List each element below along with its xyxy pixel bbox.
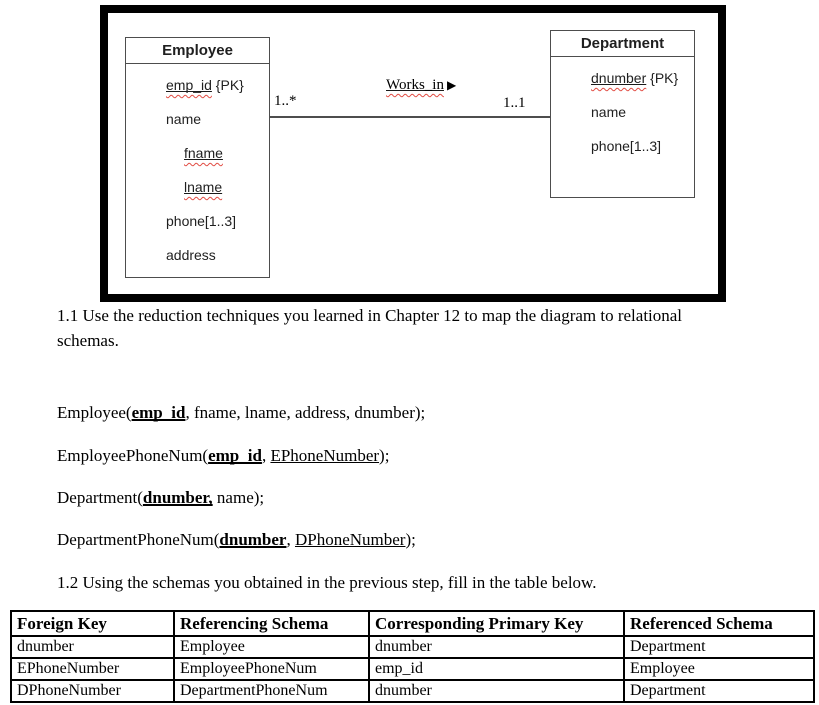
primary-key-dnumber: dnumber [219,530,287,549]
cell-corresponding-primary-key: dnumber [368,679,625,703]
attribute-emp-id: emp_id {PK} [166,77,244,93]
primary-key-dnumber: dnumber, [142,488,213,507]
attribute-phone: phone[1..3] [166,213,237,229]
header-referencing-schema: Referencing Schema [173,610,370,637]
entity-employee-attributes: emp_id {PK} name fname lname phone[1..3]… [126,64,269,272]
cell-referencing-schema: Employee [173,635,370,659]
attribute-fname: fname [184,145,223,161]
entity-department-attributes: dnumber {PK} name phone[1..3] [551,57,694,163]
question-1-1-line-1: 1.1 Use the reduction techniques you lea… [57,306,683,325]
key-ephonenumber: EPhoneNumber [270,446,380,465]
cardinality-employee: 1..* [274,93,297,109]
header-corresponding-primary-key: Corresponding Primary Key [368,610,625,637]
schema-employee: Employee(emp_id, fname, lname, address, … [57,403,426,422]
header-referenced-schema: Referenced Schema [623,610,815,637]
attribute-dept-name: name [591,104,627,120]
cell-corresponding-primary-key: emp_id [368,657,625,681]
attribute-name: name [166,111,202,127]
foreign-key-table: Foreign Key Referencing Schema Correspon… [10,610,815,703]
entity-employee-title: Employee [126,38,269,64]
attribute-address: address [166,247,216,263]
table-header-row: Foreign Key Referencing Schema Correspon… [10,610,815,637]
schema-employee-phonenum: EmployeePhoneNum(emp_id, EPhoneNumber); [57,446,390,465]
cell-referencing-schema: EmployeePhoneNum [173,657,370,681]
header-foreign-key: Foreign Key [10,610,175,637]
relationship-label: Works_in▶ [386,77,457,93]
question-1-1-line-2: schemas. [57,331,119,350]
key-dphonenumber: DPhoneNumber [294,530,406,549]
cell-referenced-schema: Employee [623,657,815,681]
cell-foreign-key: dnumber [10,635,175,659]
cardinality-department: 1..1 [503,95,526,111]
cell-foreign-key: DPhoneNumber [10,679,175,703]
schema-department-phonenum: DepartmentPhoneNum(dnumber, DPhoneNumber… [57,530,416,549]
er-diagram-frame: Employee emp_id {PK} name fname lname ph… [100,5,726,302]
entity-department-title: Department [551,31,694,57]
cell-corresponding-primary-key: dnumber [368,635,625,659]
entity-department: Department dnumber {PK} name phone[1..3] [550,30,695,198]
cell-foreign-key: EPhoneNumber [10,657,175,681]
table-row: dnumber Employee dnumber Department [10,635,815,659]
schema-department: Department(dnumber, name); [57,488,265,507]
cell-referenced-schema: Department [623,635,815,659]
table-row: EPhoneNumber EmployeePhoneNum emp_id Emp… [10,657,815,681]
relationship-line [270,116,550,118]
primary-key-emp-id: emp_id [131,403,186,422]
attribute-dnumber: dnumber {PK} [591,70,679,86]
cell-referenced-schema: Department [623,679,815,703]
attribute-lname: lname [184,179,223,195]
question-1-2: 1.2 Using the schemas you obtained in th… [57,573,597,592]
relationship-direction-icon: ▶ [446,78,457,92]
table-row: DPhoneNumber DepartmentPhoneNum dnumber … [10,679,815,703]
question-1-1: 1.1 Use the reduction techniques you lea… [57,303,682,353]
primary-key-emp-id: emp_id [208,446,262,465]
cell-referencing-schema: DepartmentPhoneNum [173,679,370,703]
attribute-dept-phone: phone[1..3] [591,138,662,154]
entity-employee: Employee emp_id {PK} name fname lname ph… [125,37,270,278]
